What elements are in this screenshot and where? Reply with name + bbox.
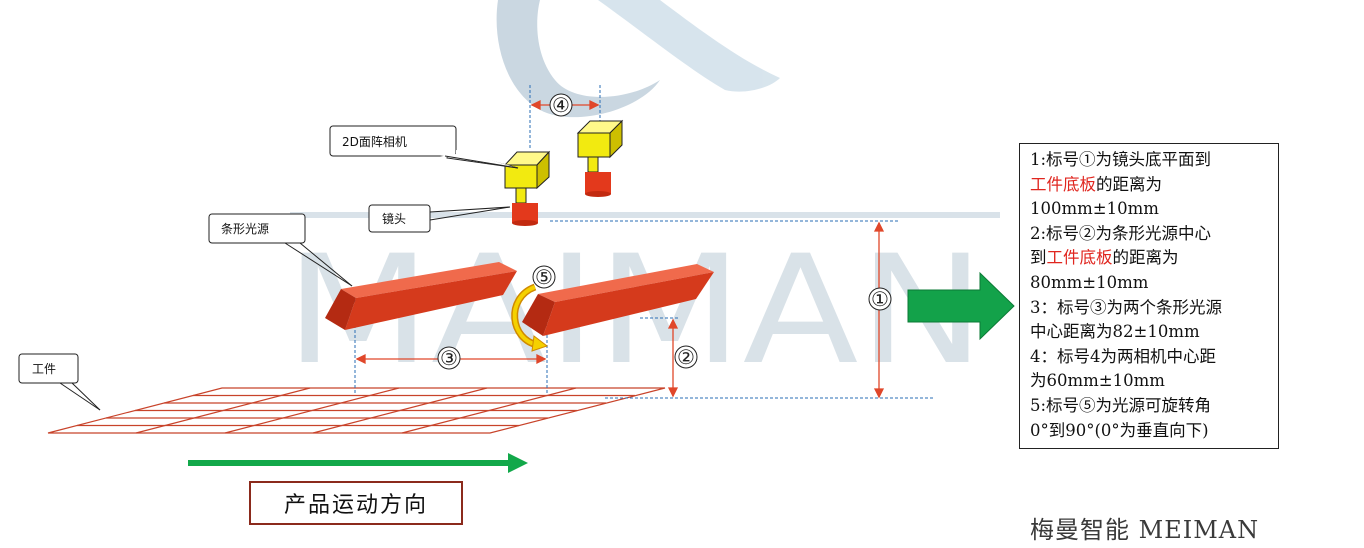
rotation-arrow <box>511 283 549 352</box>
marker-5-circle <box>532 265 556 289</box>
watermark-logo-swoosh <box>496 0 780 118</box>
note-text: 到 <box>1030 248 1047 268</box>
light-bar-2 <box>522 264 714 336</box>
callout-workpiece-text: 工件 <box>32 362 56 376</box>
dimension-2 <box>667 318 679 398</box>
workpiece-grid <box>47 387 666 434</box>
note-line-10: 为60mm±10mm <box>1030 371 1165 391</box>
marker-3-circle <box>437 346 461 370</box>
pointer-arrow <box>907 271 1015 341</box>
watermark-band <box>290 212 1000 218</box>
callout-light-text: 条形光源 <box>221 222 269 236</box>
marker-2-circle <box>674 345 698 369</box>
callout-camera-text: 2D面阵相机 <box>342 135 407 149</box>
note-text: 的距离为 <box>1112 248 1179 268</box>
note-line-5: 到工件底板的距离为 <box>1030 246 1272 271</box>
marker-4-circle <box>549 93 573 117</box>
brand-logo-text: 梅曼智能 MEIMAN <box>1030 516 1260 544</box>
marker-1-circle <box>868 287 892 311</box>
light-bar-1 <box>325 262 517 330</box>
callout-camera: 2D面阵相机 <box>329 125 519 169</box>
note-highlight: 工件底板 <box>1030 174 1096 194</box>
note-line-12: 0°到90°(0°为垂直向下) <box>1030 420 1209 440</box>
lens-1 <box>512 203 538 226</box>
note-line-6: 80mm±10mm <box>1030 272 1149 292</box>
camera-1 <box>503 150 551 204</box>
callout-lens-text: 镜头 <box>382 211 406 226</box>
motion-arrow <box>188 453 528 473</box>
note-line-1: 1:标号①为镜头底平面到 <box>1030 150 1212 169</box>
callout-light: 条形光源 <box>208 213 353 287</box>
lens-2 <box>585 172 611 197</box>
marker-4: ④ <box>552 93 570 117</box>
note-line-9: 4：标号4为两相机中心距 <box>1030 346 1216 366</box>
note-line-4: 2:标号②为条形光源中心 <box>1030 223 1212 243</box>
spec-notes-box: 1:标号①为镜头底平面到 工件底板的距离为 100mm±10mm 2:标号②为条… <box>1019 143 1279 449</box>
marker-2: ② <box>677 345 695 369</box>
marker-3: ③ <box>440 346 458 370</box>
marker-5: ⑤ <box>535 265 553 289</box>
note-line-2: 工件底板的距离为 <box>1030 173 1272 198</box>
camera-2 <box>576 119 624 173</box>
dimension-4 <box>530 99 600 111</box>
note-line-3: 100mm±10mm <box>1030 199 1159 219</box>
motion-direction-label: 产品运动方向 <box>249 481 463 525</box>
note-line-11: 5:标号⑤为光源可旋转角 <box>1030 395 1212 415</box>
note-highlight: 工件底板 <box>1046 248 1113 268</box>
note-text: 的距离为 <box>1096 174 1162 194</box>
marker-1: ① <box>871 287 889 311</box>
note-line-7: 3：标号③为两个条形光源 <box>1030 297 1222 317</box>
callout-workpiece: 工件 <box>18 353 101 411</box>
note-line-8: 中心距离为82±10mm <box>1030 322 1200 342</box>
callout-lens: 镜头 <box>368 204 511 233</box>
